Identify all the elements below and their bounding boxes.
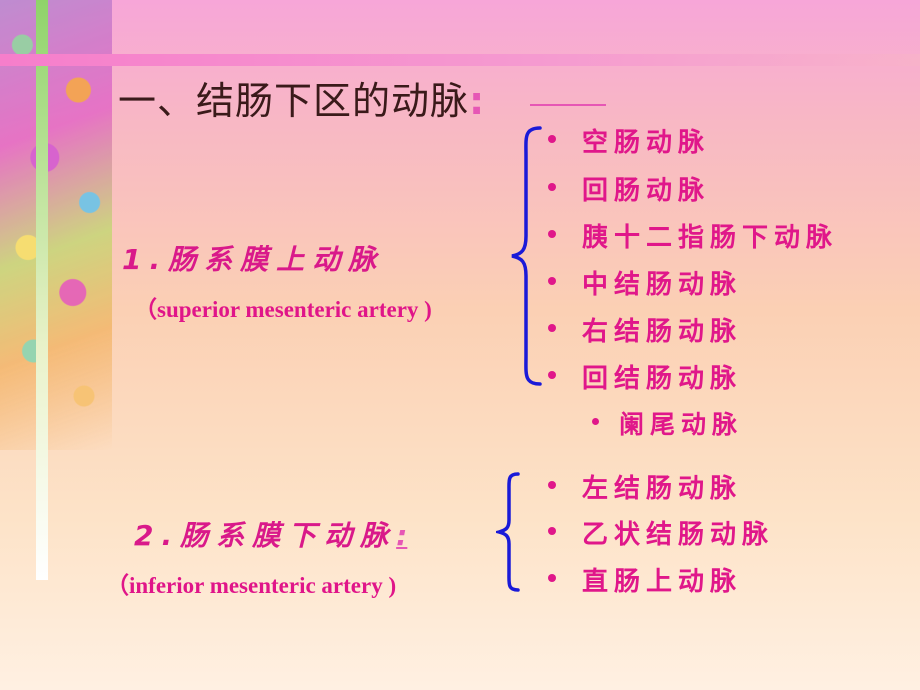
- bullet-icon: [548, 182, 556, 191]
- group-1-label-text: 1.肠系膜上动脉: [122, 243, 385, 276]
- branch-text: 空肠动脉: [582, 128, 711, 158]
- group-1-branch-5: 右结肠动脉: [548, 311, 742, 348]
- bullet-icon: [548, 323, 556, 332]
- decorative-horizontal-bar: [0, 54, 920, 66]
- branch-text: 右结肠动脉: [582, 317, 743, 347]
- branch-text: 阑尾动脉: [619, 410, 744, 439]
- group-1-branch-4: 中结肠动脉: [548, 264, 742, 301]
- branch-text: 胰十二指肠下动脉: [582, 223, 839, 253]
- branch-text: 中结肠动脉: [582, 270, 743, 300]
- branch-text: 回结肠动脉: [582, 364, 743, 394]
- bullet-icon: [548, 134, 556, 143]
- decorative-vertical-bar: [36, 0, 48, 580]
- bullet-icon: [548, 276, 556, 285]
- branch-text: 左结肠动脉: [582, 474, 743, 504]
- group-2-label: 2.肠系膜下动脉:: [134, 514, 407, 554]
- title-colon: :: [469, 79, 486, 123]
- slide-title: 一、结肠下区的动脉:: [118, 70, 485, 125]
- group-2-colon: :: [396, 519, 408, 552]
- bullet-icon: [548, 573, 556, 582]
- branch-text: 回肠动脉: [582, 176, 711, 206]
- group-1-branch-1: 空肠动脉: [548, 122, 710, 159]
- group-2-label-text: 2.肠系膜下动脉: [134, 519, 397, 552]
- group-2-branch-3: 直肠上动脉: [548, 561, 742, 598]
- bullet-icon: [548, 480, 556, 489]
- group-1-branch-3: 胰十二指肠下动脉: [548, 217, 838, 254]
- branch-text: 乙状结肠动脉: [582, 520, 775, 550]
- group-1-branch-7: 阑尾动脉: [592, 405, 743, 441]
- branch-text: 直肠上动脉: [582, 567, 743, 597]
- bullet-icon: [548, 526, 556, 535]
- group-2-branch-1: 左结肠动脉: [548, 468, 742, 505]
- title-underline: [530, 104, 606, 106]
- group-1-english: （superior mesenteric artery ): [134, 297, 432, 322]
- group-2-branch-2: 乙状结肠动脉: [548, 514, 774, 551]
- bullet-icon: [592, 417, 599, 425]
- group-1-brace: [511, 126, 542, 386]
- group-1-branch-2: 回肠动脉: [548, 170, 710, 207]
- group-1-branch-6: 回结肠动脉: [548, 358, 742, 395]
- group-2-brace: [496, 472, 520, 592]
- group-2-english: （inferior mesenteric artery ): [106, 573, 397, 598]
- group-1-label: 1.肠系膜上动脉: [122, 238, 384, 278]
- title-text: 一、结肠下区的动脉: [118, 79, 470, 123]
- decorative-floral-strip: [0, 0, 112, 450]
- bullet-icon: [548, 370, 556, 379]
- bullet-icon: [548, 229, 556, 238]
